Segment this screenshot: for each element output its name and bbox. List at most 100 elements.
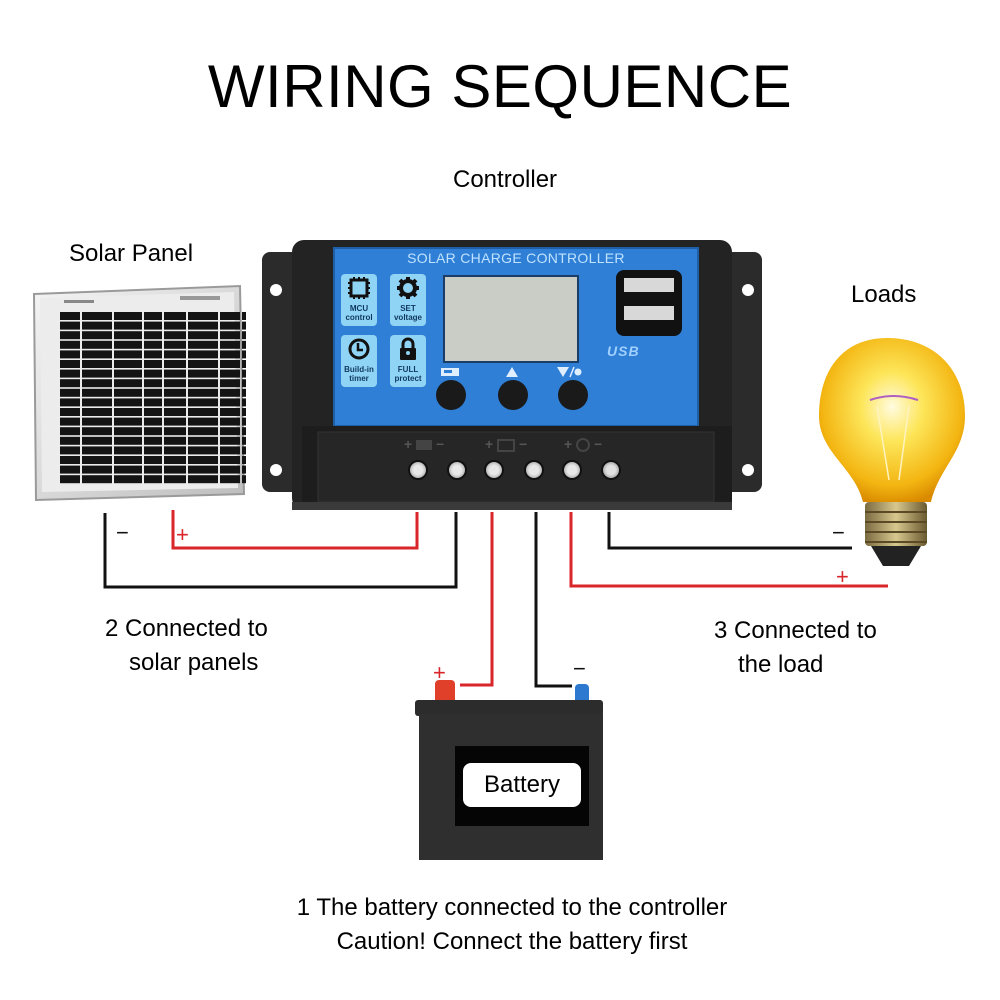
solar-cell (144, 350, 162, 359)
solar-cell (114, 331, 142, 340)
terminal-load-negative[interactable] (601, 460, 621, 480)
solar-cell (242, 321, 246, 330)
lcd-screen (443, 275, 579, 363)
solar-cell (60, 350, 80, 359)
terminal-battery-positive[interactable] (484, 460, 504, 480)
solar-cell (220, 360, 240, 368)
solar-cell (242, 408, 246, 416)
solar-cell (114, 465, 142, 474)
solar-cell (242, 340, 246, 349)
solar-cell (144, 408, 162, 416)
terminal-battery-negative[interactable] (524, 460, 544, 480)
terminal-plus-mark: + (404, 436, 413, 452)
feature-line1: MCU (349, 304, 369, 313)
solar-cell (188, 340, 218, 349)
solar-cell (188, 360, 218, 368)
feature-line1: FULL (397, 365, 419, 374)
solar-cell (82, 312, 112, 320)
terminal-group-battery: + − (485, 436, 551, 452)
solar-cell (242, 350, 246, 359)
solar-cell (164, 465, 186, 474)
solar-cell (164, 312, 186, 320)
solar-cell (82, 398, 112, 407)
battery-negative-terminal[interactable] (575, 684, 589, 702)
wire-solar-negative (103, 512, 458, 589)
solar-cell (164, 321, 186, 330)
solar-cell (60, 475, 80, 484)
step-3-text: 3 Connected to the load (714, 614, 877, 682)
solar-cell (188, 388, 218, 397)
solar-cell (164, 436, 186, 445)
terminal-solar-positive[interactable] (408, 460, 428, 480)
solar-cell (242, 427, 246, 436)
step-2-text: 2 Connected to solar panels (105, 612, 268, 680)
solar-cell (188, 408, 218, 416)
solar-cell (82, 436, 112, 445)
controller-header: SOLAR CHARGE CONTROLLER (407, 250, 625, 266)
menu-button[interactable] (436, 380, 466, 410)
load-plus-sign: + (836, 564, 849, 589)
solar-cell (242, 417, 246, 426)
battery-minus-sign: − (573, 656, 586, 681)
solar-cell (144, 331, 162, 340)
lock-icon (400, 337, 416, 360)
solar-cell (82, 331, 112, 340)
solar-cell (188, 456, 218, 464)
step-3-line2: the load (738, 651, 824, 678)
solar-cell (242, 446, 246, 455)
solar-cell (82, 388, 112, 397)
solar-cell (114, 436, 142, 445)
battery-positive-terminal[interactable] (435, 680, 455, 702)
solar-cell (144, 427, 162, 436)
up-button[interactable] (498, 380, 528, 410)
solar-cell (242, 379, 246, 388)
solar-cell (220, 379, 240, 388)
solar-cell (220, 436, 240, 445)
step-1-caution: Caution! Connect the battery first (336, 928, 688, 955)
terminal-group-load: + − (564, 436, 630, 453)
solar-cell (60, 340, 80, 349)
solar-cell (60, 388, 80, 397)
solar-cell (220, 408, 240, 416)
solar-cell (242, 360, 246, 368)
solar-cell (114, 417, 142, 426)
feature-line1: SET (400, 304, 416, 313)
step-1-text: 1 The battery connected to the controlle… (0, 891, 1000, 959)
solar-cell (144, 398, 162, 407)
down-button[interactable] (558, 380, 588, 410)
solar-cell (188, 321, 218, 330)
solar-cell (60, 408, 80, 416)
solar-cell (242, 331, 246, 340)
solar-cell (164, 379, 186, 388)
feature-tile-mcu: MCU control (341, 274, 377, 326)
battery-icon (497, 438, 516, 452)
solar-cell (60, 446, 80, 455)
terminal-solar-negative[interactable] (447, 460, 467, 480)
battery-label: Battery (463, 763, 581, 807)
solar-cell (188, 350, 218, 359)
chip-icon (348, 277, 370, 299)
solar-cell (164, 398, 186, 407)
solar-cell (60, 321, 80, 330)
terminal-load-positive[interactable] (562, 460, 582, 480)
terminal-minus-mark: − (435, 436, 445, 452)
solar-cell (114, 388, 142, 397)
solar-cell (220, 331, 240, 340)
menu-icon (441, 368, 459, 376)
solar-cell (220, 369, 240, 378)
solar-cell (82, 446, 112, 455)
solar-cell (220, 475, 240, 484)
battery-image: Battery (415, 680, 605, 860)
solar-minus-sign: − (116, 520, 129, 545)
solar-panel-label: Solar Panel (69, 240, 194, 267)
solar-cell (82, 408, 112, 416)
solar-cell (114, 456, 142, 464)
solar-cell (144, 436, 162, 445)
solar-cell (242, 436, 246, 445)
solar-cell (114, 369, 142, 378)
down-arrow-light-icon (557, 366, 582, 378)
terminal-plus-mark: + (564, 436, 573, 452)
solar-cell (82, 475, 112, 484)
mount-hole (270, 284, 282, 296)
